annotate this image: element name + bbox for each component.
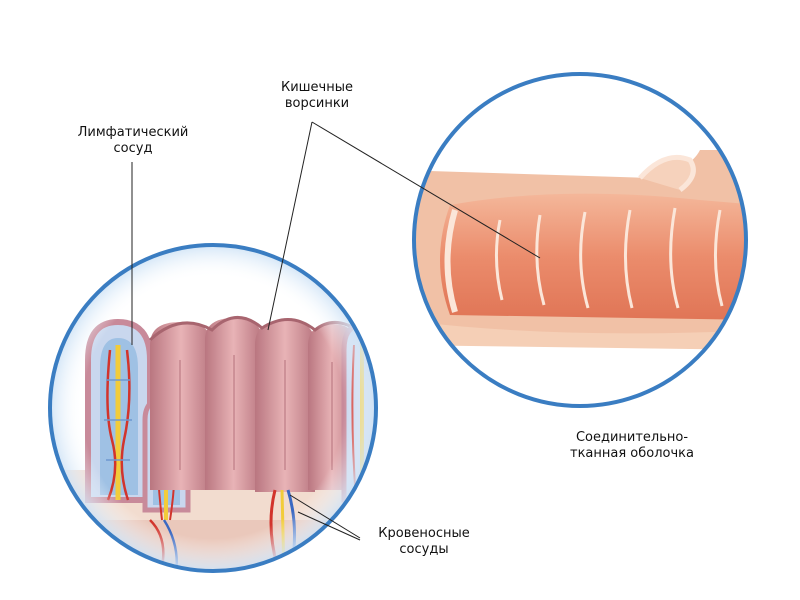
intestine-circle	[412, 72, 748, 408]
leader-blood-1	[289, 494, 361, 539]
label-intestinal-villi-line1: Кишечные	[280, 80, 353, 95]
label-blood-vessels: Кровеносные сосуды	[364, 526, 484, 558]
villi-circle	[48, 243, 378, 573]
label-intestinal-villi-line2: ворсинки	[284, 96, 350, 111]
leader-villi-2	[311, 121, 541, 259]
intestine-circle-border	[412, 72, 748, 408]
label-blood-vessels-line2: сосуды	[399, 542, 449, 557]
leader-lines	[131, 121, 541, 541]
label-blood-vessels-line1: Кровеносные	[378, 526, 470, 541]
villi-circle-border	[48, 243, 378, 573]
label-connective-tissue: Соединительно- тканная оболочка	[542, 430, 722, 462]
inner-folds	[494, 207, 724, 309]
label-intestinal-villi: Кишечные ворсинки	[262, 80, 372, 112]
label-connective-tissue-line2: тканная оболочка	[570, 446, 694, 461]
label-lymphatic-vessel-line2: сосуд	[113, 141, 153, 156]
label-lymphatic-vessel: Лимфатический сосуд	[58, 125, 208, 157]
label-connective-tissue-line1: Соединительно-	[575, 430, 689, 445]
label-lymphatic-vessel-line1: Лимфатический	[77, 125, 189, 140]
leader-villi-1	[267, 121, 313, 331]
leader-blood-2	[297, 511, 361, 541]
